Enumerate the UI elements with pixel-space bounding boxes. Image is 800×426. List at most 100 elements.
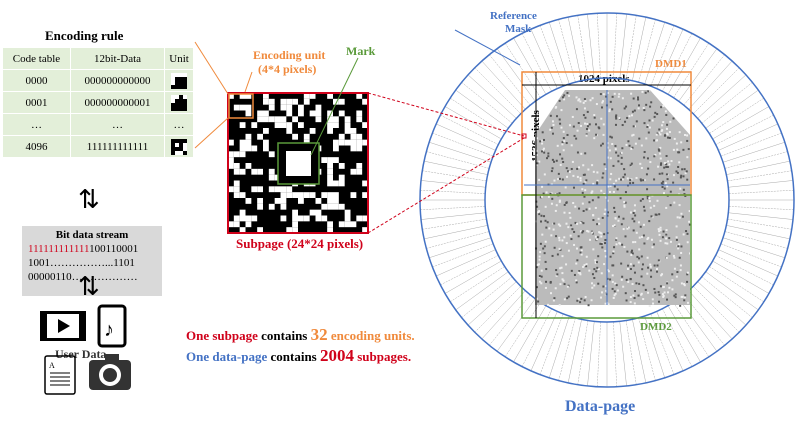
octagon-pixel	[633, 297, 636, 300]
radial-line	[678, 298, 718, 352]
octagon-pixel	[593, 284, 596, 287]
radial-line	[728, 180, 794, 188]
octagon-pixel	[545, 226, 548, 229]
octagon-pixel	[678, 161, 681, 164]
octagon-pixel	[596, 261, 599, 264]
radial-line	[455, 271, 509, 311]
octagon-pixel	[568, 94, 571, 97]
radial-line	[673, 43, 710, 98]
unit-pointer	[244, 71, 253, 93]
octagon-pixel	[557, 223, 560, 226]
octagon-pixel	[549, 280, 552, 283]
octagon-pixel	[631, 146, 634, 149]
octagon-pixel	[614, 148, 617, 151]
subpage-pixel	[228, 139, 234, 146]
octagon-pixel	[622, 176, 625, 179]
radial-line	[726, 160, 790, 175]
radial-line	[467, 281, 517, 326]
unit-pixel	[183, 76, 188, 81]
octagon-pixel	[594, 259, 597, 262]
octagon-pixel	[550, 292, 553, 295]
octagon-pixel	[614, 144, 617, 147]
octagon-pixel	[688, 210, 691, 213]
subpage-pixel	[239, 139, 246, 146]
octagon-pixel	[585, 208, 588, 211]
octagon-pixel	[599, 93, 602, 96]
radial-line	[513, 305, 547, 363]
octagon-pixel	[553, 160, 556, 163]
octagon-pixel	[574, 205, 577, 208]
radial-line	[727, 218, 792, 230]
octagon-pixel	[608, 149, 611, 152]
octagon-pixel	[631, 110, 634, 113]
octagon-pixel	[606, 211, 609, 214]
octagon-pixel	[647, 266, 650, 269]
dmd1-label: DMD1	[655, 58, 687, 70]
octagon-pixel	[558, 99, 561, 102]
octagon-pixel	[629, 268, 632, 271]
octagon-pixel	[656, 264, 659, 267]
radial-line	[521, 33, 552, 92]
subpage-pixel	[280, 104, 287, 111]
subpage-pixel	[321, 215, 328, 222]
octagon-pixel	[677, 193, 680, 196]
octagon-pixel	[684, 172, 687, 175]
unit-pixel	[171, 72, 176, 77]
radial-line	[709, 97, 764, 134]
unit-pixel	[179, 102, 184, 107]
radial-line	[422, 218, 487, 230]
octagon-pixel	[683, 299, 686, 302]
unit-pixel	[175, 98, 180, 103]
octagon-pixel	[629, 211, 632, 214]
octagon-pixel	[573, 243, 576, 246]
octagon-pixel	[637, 98, 640, 101]
octagon-pixel	[626, 184, 629, 187]
octagon-pixel	[643, 242, 646, 245]
octagon-pixel	[594, 206, 597, 209]
octagon-pixel	[633, 271, 636, 274]
subpage-pixel	[298, 198, 304, 204]
octagon-pixel	[678, 216, 681, 219]
radial-line	[513, 37, 547, 95]
octagon-pixel	[577, 99, 580, 102]
radial-line	[587, 13, 595, 79]
octagon-pixel	[614, 123, 617, 126]
octagon-pixel	[557, 178, 560, 181]
radial-line	[577, 320, 589, 385]
octagon-pixel	[637, 221, 640, 224]
octagon-pixel	[563, 283, 566, 286]
octagon-pixel	[598, 231, 601, 234]
octagon-pixel	[646, 272, 649, 275]
octagon-pixel	[621, 97, 624, 100]
octagon-pixel	[666, 165, 669, 168]
octagon-pixel	[648, 119, 651, 122]
radial-line	[625, 15, 637, 80]
octagon-pixel	[553, 179, 556, 182]
octagon-pixel	[536, 263, 539, 266]
stream-line-2: 1001……………...1101	[28, 257, 135, 269]
subpage-pixel	[245, 215, 252, 222]
octagon-pixel	[646, 125, 649, 128]
subpage-pixel	[245, 163, 252, 169]
octagon-pixel	[656, 113, 659, 116]
subpage-pixel	[286, 110, 293, 117]
octagon-pixel	[665, 114, 668, 117]
unit-cell	[164, 91, 194, 114]
octagon-pixel	[582, 182, 585, 185]
octagon-pixel	[596, 236, 599, 239]
octagon-pixel	[585, 265, 588, 268]
octagon-pixel	[665, 229, 668, 232]
octagon-pixel	[637, 261, 640, 264]
octagon-pixel	[661, 186, 664, 189]
unit-pixel	[175, 72, 180, 77]
radial-line	[450, 266, 505, 303]
radial-line	[678, 48, 718, 102]
octagon-pixel	[563, 298, 566, 301]
octagon-pixel	[615, 238, 618, 241]
octagon-pixel	[641, 268, 644, 271]
octagon-pixel	[669, 190, 672, 193]
octagon-pixel	[610, 136, 613, 139]
subpage-pixel	[251, 145, 258, 152]
octagon-pixel	[679, 304, 682, 307]
radial-line	[613, 13, 618, 79]
